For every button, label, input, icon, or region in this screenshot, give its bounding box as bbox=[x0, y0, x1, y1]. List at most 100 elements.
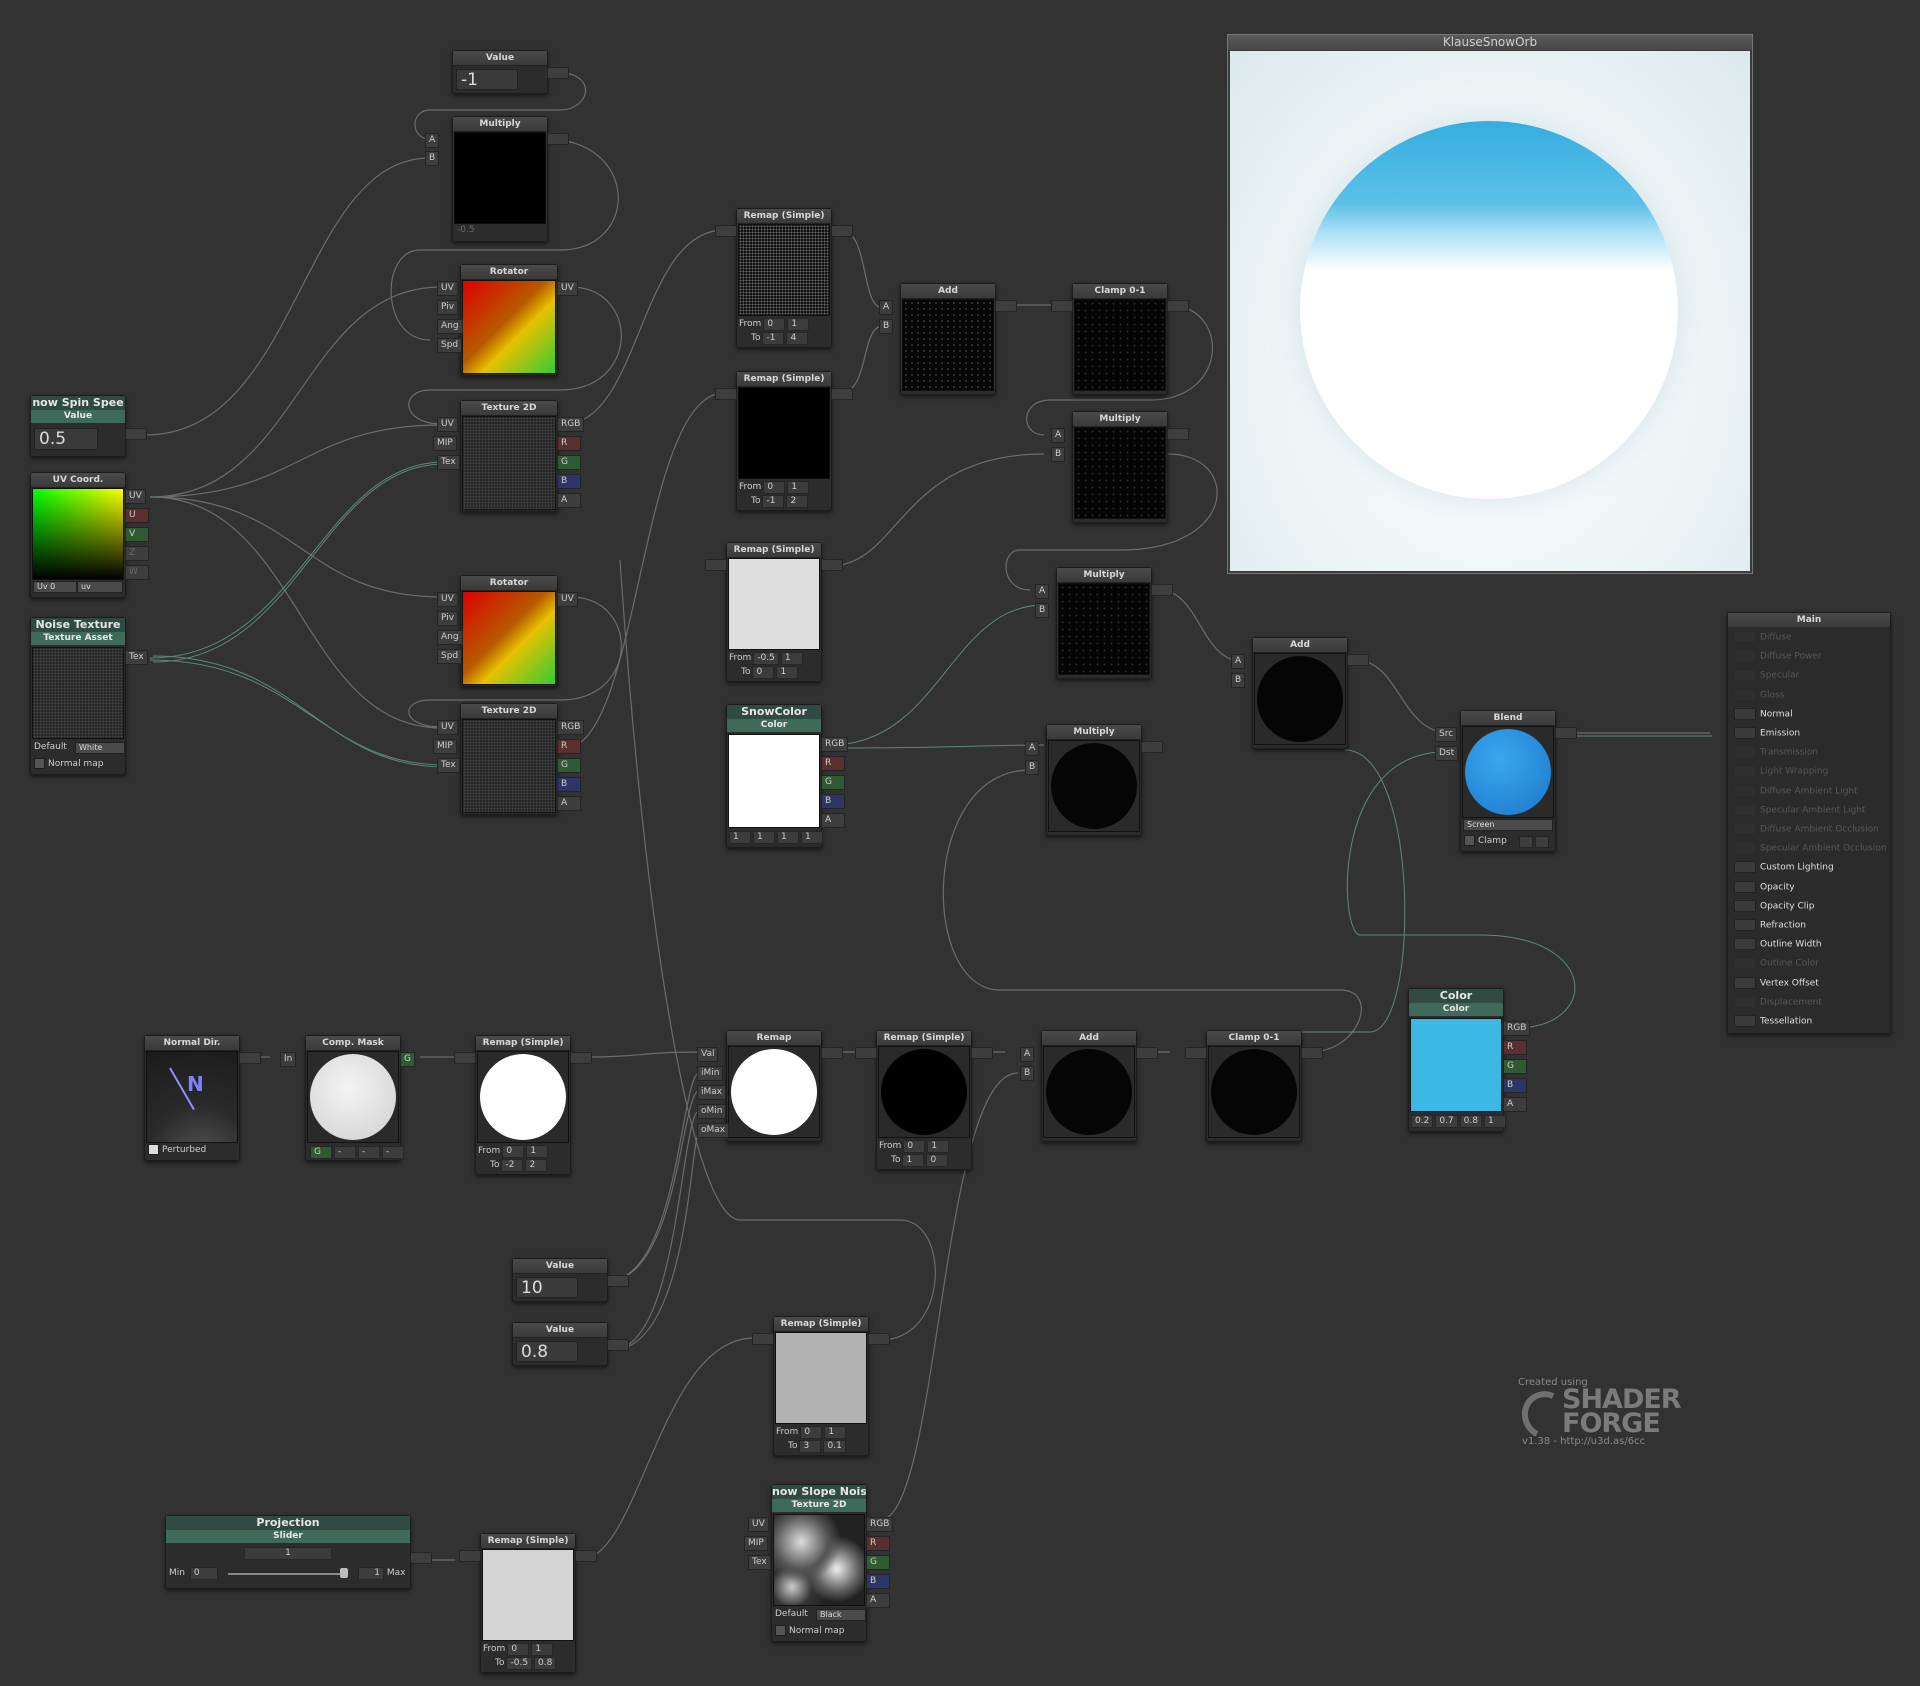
output-a[interactable]: A bbox=[1503, 1097, 1527, 1112]
r-value[interactable]: 1 bbox=[729, 831, 751, 844]
input-src[interactable]: Src bbox=[1435, 727, 1458, 742]
input-uv[interactable]: UV bbox=[437, 592, 458, 607]
output-port[interactable] bbox=[1555, 727, 1577, 739]
input-b[interactable]: B bbox=[1051, 447, 1066, 462]
main-input-opacity-clip[interactable]: Opacity Clip bbox=[1734, 899, 1814, 914]
node-value-0-8[interactable]: Value 0.8 bbox=[512, 1322, 629, 1366]
main-input-gloss[interactable]: Gloss bbox=[1734, 688, 1784, 703]
max-field[interactable]: 1 bbox=[358, 1567, 384, 1580]
main-input-diffuse-ambient-light[interactable]: Diffuse Ambient Light bbox=[1734, 784, 1858, 799]
output-b[interactable]: B bbox=[1503, 1078, 1527, 1093]
output-rgb[interactable]: RGB bbox=[821, 737, 849, 752]
from-max-field[interactable]: 1 bbox=[526, 1145, 549, 1158]
input-tex[interactable]: Tex bbox=[748, 1555, 771, 1570]
to-max-field[interactable]: 0.1 bbox=[823, 1440, 846, 1453]
node-projection-slider[interactable]: Projection Slider 1 Min 0 1 Max bbox=[165, 1515, 432, 1589]
uv-channel-dropdown[interactable]: Uv 0 bbox=[33, 581, 77, 593]
main-input-emission[interactable]: Emission bbox=[1734, 727, 1800, 741]
r-value[interactable]: 0.2 bbox=[1411, 1115, 1434, 1128]
output-v[interactable]: V bbox=[125, 527, 149, 542]
output-port[interactable] bbox=[1136, 1047, 1158, 1059]
output-port[interactable] bbox=[570, 1052, 592, 1064]
input-omin[interactable]: oMin bbox=[697, 1104, 727, 1119]
input-val[interactable]: Val bbox=[697, 1047, 719, 1062]
output-rgb[interactable]: RGB bbox=[1503, 1021, 1531, 1036]
output-port[interactable] bbox=[239, 1052, 261, 1064]
value-field[interactable]: 0.8 bbox=[516, 1341, 578, 1362]
input-pin[interactable] bbox=[1734, 1015, 1756, 1027]
node-multiply[interactable]: Multiply A B bbox=[1051, 411, 1189, 523]
b-value[interactable]: 0.8 bbox=[1459, 1115, 1482, 1128]
input-port[interactable] bbox=[1051, 300, 1073, 312]
node-blend[interactable]: Blend Screen Clamp Src Dst bbox=[1435, 710, 1577, 852]
slider-track[interactable] bbox=[228, 1573, 348, 1575]
from-min-field[interactable]: 0 bbox=[502, 1145, 525, 1158]
g-value[interactable]: 0.7 bbox=[1435, 1115, 1458, 1128]
input-mip[interactable]: MIP bbox=[433, 436, 457, 451]
main-input-specular[interactable]: Specular bbox=[1734, 669, 1799, 683]
input-b[interactable]: B bbox=[879, 319, 894, 334]
input-ang[interactable]: Ang bbox=[437, 319, 463, 334]
uv-mode-dropdown[interactable]: uv bbox=[77, 581, 123, 593]
input-pin[interactable] bbox=[1734, 957, 1756, 970]
color-swatch[interactable] bbox=[1410, 1018, 1502, 1112]
output-port[interactable] bbox=[607, 1275, 629, 1287]
output-port[interactable] bbox=[547, 133, 569, 145]
input-port[interactable] bbox=[855, 1047, 877, 1059]
b-value[interactable]: 1 bbox=[777, 831, 799, 844]
input-omax[interactable]: oMax bbox=[697, 1123, 730, 1138]
node-snow-slope-noise[interactable]: now Slope Nois Texture 2D Default Black … bbox=[744, 1484, 894, 1642]
input-b[interactable]: B bbox=[425, 151, 440, 166]
to-max-field[interactable]: 2 bbox=[786, 495, 809, 508]
output-uv[interactable]: UV bbox=[557, 281, 578, 296]
input-pin[interactable] bbox=[1734, 631, 1756, 643]
node-uv-coord[interactable]: UV Coord. Uv 0 uv UV U V Z W bbox=[30, 472, 149, 598]
main-input-displacement[interactable]: Displacement bbox=[1734, 995, 1822, 1010]
output-port[interactable] bbox=[971, 1047, 993, 1059]
output-g[interactable]: G bbox=[821, 775, 845, 790]
input-b[interactable]: B bbox=[1035, 603, 1050, 618]
main-input-vertex-offset[interactable]: Vertex Offset bbox=[1734, 976, 1819, 991]
output-rgb[interactable]: RGB bbox=[557, 720, 585, 735]
output-b[interactable]: B bbox=[557, 777, 581, 792]
input-mip[interactable]: MIP bbox=[744, 1536, 768, 1551]
value-field[interactable]: 10 bbox=[516, 1277, 578, 1298]
node-value-10[interactable]: Value 10 bbox=[512, 1258, 629, 1302]
main-input-diffuse-power[interactable]: Diffuse Power bbox=[1734, 650, 1822, 664]
from-max-field[interactable]: 1 bbox=[824, 1426, 847, 1439]
node-clamp-0-1[interactable]: Clamp 0-1 bbox=[1185, 1030, 1323, 1142]
output-g[interactable]: G bbox=[1503, 1059, 1527, 1074]
node-rotator[interactable]: Rotator UV Piv Ang Spd UV bbox=[437, 575, 578, 687]
checkbox-icon[interactable] bbox=[34, 758, 45, 769]
input-piv[interactable]: Piv bbox=[437, 611, 459, 626]
input-b[interactable]: B bbox=[1020, 1066, 1035, 1081]
from-max-field[interactable]: 1 bbox=[927, 1140, 950, 1153]
checkbox-icon[interactable] bbox=[775, 1625, 786, 1636]
node-normal-direction[interactable]: Normal Dir. N Perturbed bbox=[144, 1035, 261, 1161]
input-pin[interactable] bbox=[1734, 784, 1756, 797]
from-min-field[interactable]: 0 bbox=[903, 1140, 926, 1153]
node-multiply[interactable]: Multiply -0.5 A B bbox=[425, 116, 569, 242]
to-max-field[interactable]: 2 bbox=[525, 1159, 548, 1172]
output-uv[interactable]: UV bbox=[557, 592, 578, 607]
node-snow-spin-speed[interactable]: now Spin Spee Value 0.5 bbox=[30, 395, 147, 457]
input-a[interactable]: A bbox=[879, 300, 894, 315]
input-pin[interactable] bbox=[1734, 861, 1756, 874]
input-a[interactable]: A bbox=[1035, 584, 1050, 599]
node-rotator[interactable]: Rotator UV Piv Ang Spd UV bbox=[437, 264, 578, 376]
checkbox-checked-icon[interactable] bbox=[148, 1144, 159, 1155]
input-pin[interactable] bbox=[1734, 727, 1756, 739]
default-dropdown[interactable]: White bbox=[75, 742, 125, 754]
input-port[interactable] bbox=[715, 388, 737, 400]
node-add[interactable]: Add A B bbox=[1020, 1030, 1158, 1142]
output-g[interactable]: G bbox=[557, 455, 581, 470]
input-piv[interactable]: Piv bbox=[437, 300, 459, 315]
normal-map-toggle[interactable]: Normal map bbox=[34, 758, 103, 769]
output-port[interactable] bbox=[821, 1047, 843, 1059]
to-max-field[interactable]: 0 bbox=[926, 1154, 949, 1167]
output-b[interactable]: B bbox=[866, 1574, 890, 1589]
output-port[interactable] bbox=[607, 1339, 629, 1351]
